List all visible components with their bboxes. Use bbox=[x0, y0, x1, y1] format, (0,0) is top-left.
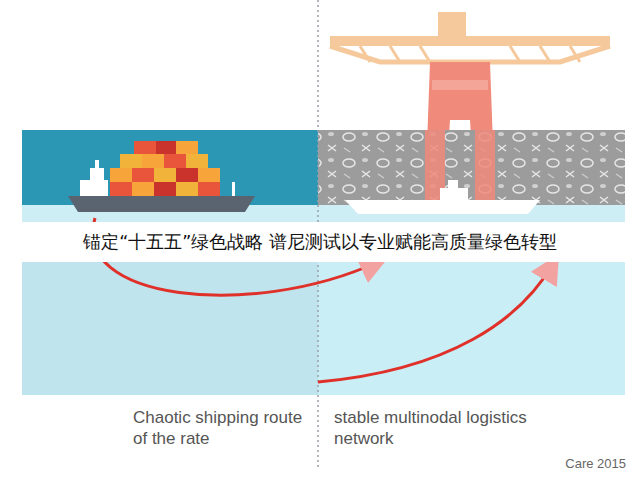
title-text: 锚定“十五五”绿色战略 谱尼测试以专业赋能高质量绿色转型 bbox=[0, 222, 640, 262]
caption-left: Chaotic shipping route of the rate bbox=[133, 407, 313, 449]
title-banner: 锚定“十五五”绿色战略 谱尼测试以专业赋能高质量绿色转型 bbox=[0, 222, 640, 262]
caption-right: stable multinodal logistics network bbox=[334, 407, 534, 449]
credit-note: Care 2015 bbox=[565, 456, 626, 471]
